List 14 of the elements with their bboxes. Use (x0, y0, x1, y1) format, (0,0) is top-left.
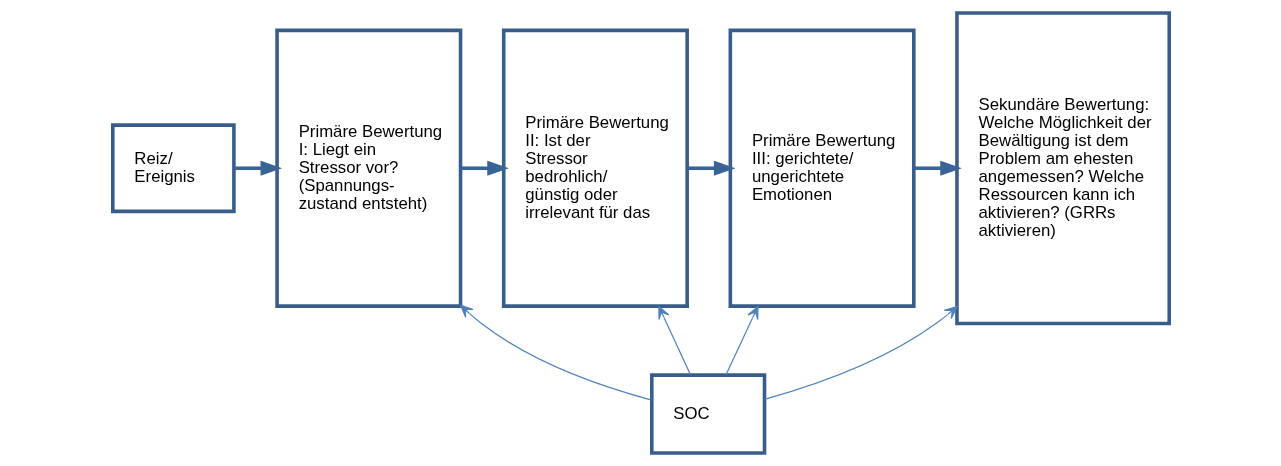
node-box: Primäre Bewertung III: gerichtete/ ungerichtete Emotionen (728, 28, 916, 308)
arrow (459, 304, 652, 401)
node-box: Reiz/ Ereignis (110, 123, 236, 214)
node-box: Primäre Bewertung I: Liegt ein Stressor vor? (Spannungs- zustand entsteht) (274, 28, 462, 308)
node-box: Sekundäre Bewertung: Welche Möglichkeit der Bewältigung ist dem Problem am ehesten angemessen? Welche Ressourcen kann ich aktivieren? (GRRs aktivieren) (954, 11, 1171, 326)
arrow (657, 305, 691, 376)
arrow (460, 160, 509, 176)
arrow (763, 306, 958, 400)
arrow (233, 160, 282, 176)
arrow (724, 305, 759, 376)
node-box: SOC (649, 373, 766, 455)
node-box: Primäre Bewertung II: Ist der Stressor bedrohlich/ günstig oder irrelevant für das (501, 28, 689, 308)
arrow (913, 160, 962, 176)
arrow (687, 160, 736, 176)
